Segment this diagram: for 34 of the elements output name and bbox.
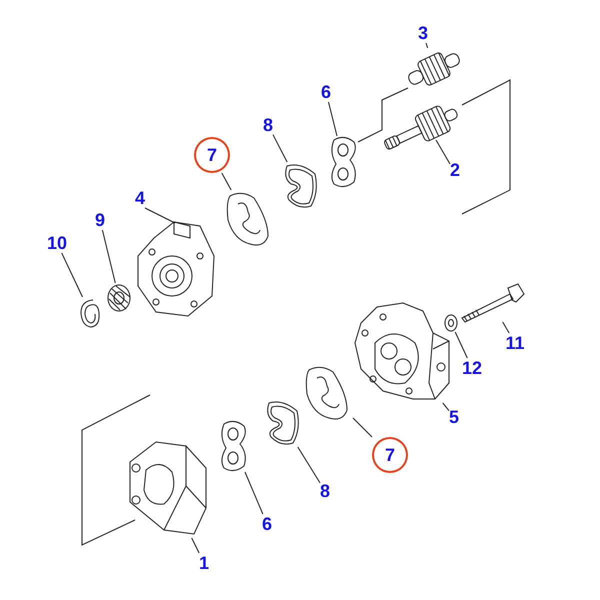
leader-line bbox=[144, 208, 176, 224]
leader-line bbox=[191, 538, 200, 554]
gasket-drawing bbox=[224, 190, 270, 248]
callout-number: 8 bbox=[263, 115, 273, 135]
callout-number: 4 bbox=[135, 188, 145, 208]
circled-callout-number: 7 bbox=[372, 437, 408, 473]
snap-ring-drawing bbox=[79, 297, 101, 329]
leader-line bbox=[221, 172, 232, 190]
callout-number: 6 bbox=[321, 82, 331, 102]
callout-number: 1 bbox=[199, 553, 209, 573]
circled-callout-number: 7 bbox=[194, 137, 230, 173]
leader-line bbox=[244, 472, 264, 514]
leader-line bbox=[61, 252, 83, 298]
leader-line bbox=[454, 332, 468, 358]
leader-line bbox=[272, 134, 288, 162]
leader-line bbox=[442, 402, 450, 412]
leader-line bbox=[102, 230, 116, 284]
callout-number: 2 bbox=[450, 160, 460, 180]
callout-number: 9 bbox=[95, 210, 105, 230]
callout-number: 10 bbox=[46, 233, 68, 253]
bearing-drawing bbox=[106, 283, 132, 313]
leader-line bbox=[328, 102, 338, 136]
callout-number: 8 bbox=[320, 481, 330, 501]
callout-number: 6 bbox=[262, 514, 272, 534]
leader-line bbox=[436, 140, 450, 164]
washer-drawing bbox=[443, 314, 459, 332]
callout-number: 11 bbox=[505, 333, 525, 353]
leader-line bbox=[352, 418, 372, 438]
leader-line bbox=[297, 446, 320, 484]
leader-line bbox=[502, 322, 510, 334]
callout-number: 12 bbox=[462, 358, 482, 378]
leader-line bbox=[426, 42, 428, 48]
callout-number: 5 bbox=[449, 407, 459, 427]
callout-number: 3 bbox=[418, 23, 428, 43]
